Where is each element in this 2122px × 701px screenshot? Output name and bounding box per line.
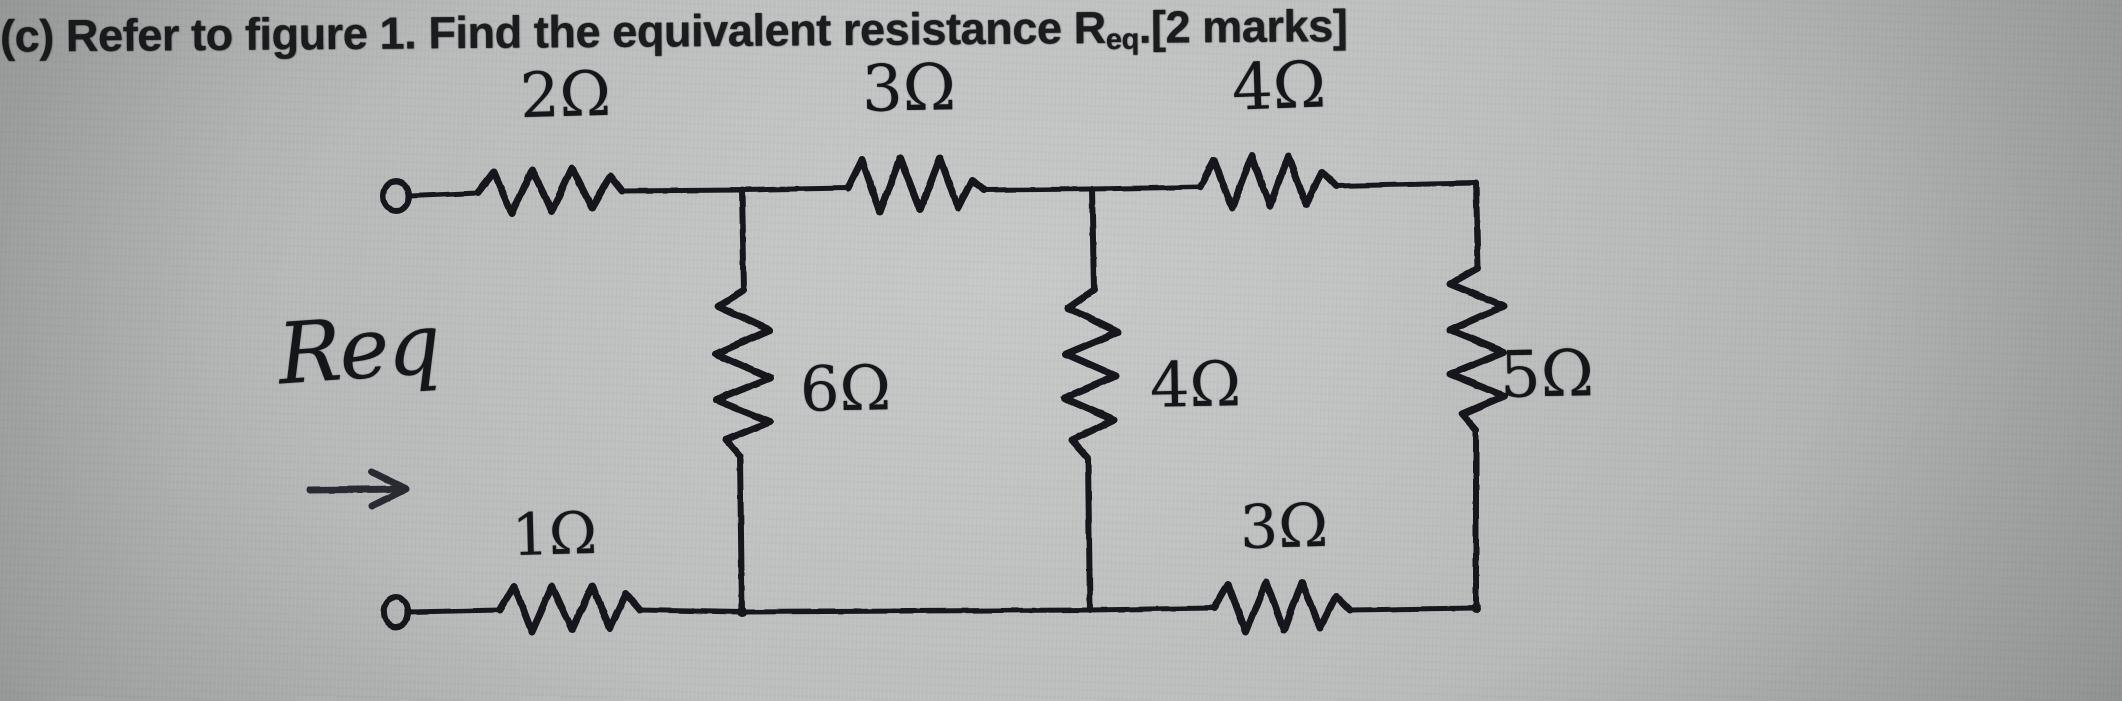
wire-branch2-bottom [1085, 455, 1093, 613]
resistor-top-2ohm [474, 164, 626, 218]
resistor-top-4ohm [1196, 152, 1340, 212]
label-top-3ohm: 3Ω [861, 51, 957, 127]
label-bottom-3ohm: 3Ω [1239, 490, 1329, 564]
resistor-branch2-4ohm [1060, 286, 1122, 462]
node-dot-bottom-right [1471, 603, 1481, 613]
wire-top-b [739, 185, 851, 193]
top-left-terminal [380, 178, 412, 214]
wire-top-d [1089, 184, 1203, 192]
label-top-4ohm: 4Ω [1230, 48, 1328, 126]
node-dot-bottom-a [737, 607, 747, 617]
wire-branch2-top [1089, 186, 1097, 293]
resistor-branch1-6ohm [712, 286, 774, 460]
bottom-left-terminal [381, 594, 411, 630]
wire-bot-d [1347, 605, 1479, 613]
resistor-bottom-1ohm [496, 582, 644, 636]
wire-top-e [1333, 180, 1479, 189]
resistor-right-5ohm [1446, 264, 1508, 434]
wire-branch1-top [739, 187, 747, 293]
wire-botleft-lead [406, 607, 503, 615]
wire-topleft-lead [407, 190, 481, 199]
label-req: Req [274, 294, 442, 404]
wire-top-a [619, 187, 745, 194]
label-right-5ohm: 5Ω [1499, 337, 1595, 413]
req-arrow [306, 485, 406, 494]
wire-branch1-bottom [737, 453, 745, 615]
resistor-top-3ohm [844, 154, 988, 216]
label-bottom-1ohm: 1Ω [511, 498, 598, 570]
req-arrow-head [368, 468, 410, 510]
resistor-bottom-3ohm [1210, 578, 1354, 636]
label-branch1-6ohm: 6Ω [799, 351, 892, 426]
wire-top-c [981, 186, 1095, 193]
wire-right-top [1473, 180, 1481, 271]
wire-bot-b [739, 607, 1093, 615]
label-top-2ohm: 2Ω [519, 56, 612, 133]
label-branch2-4ohm: 4Ω [1149, 347, 1242, 422]
wire-bot-c [1087, 605, 1217, 613]
wire-bot-a [637, 607, 745, 615]
